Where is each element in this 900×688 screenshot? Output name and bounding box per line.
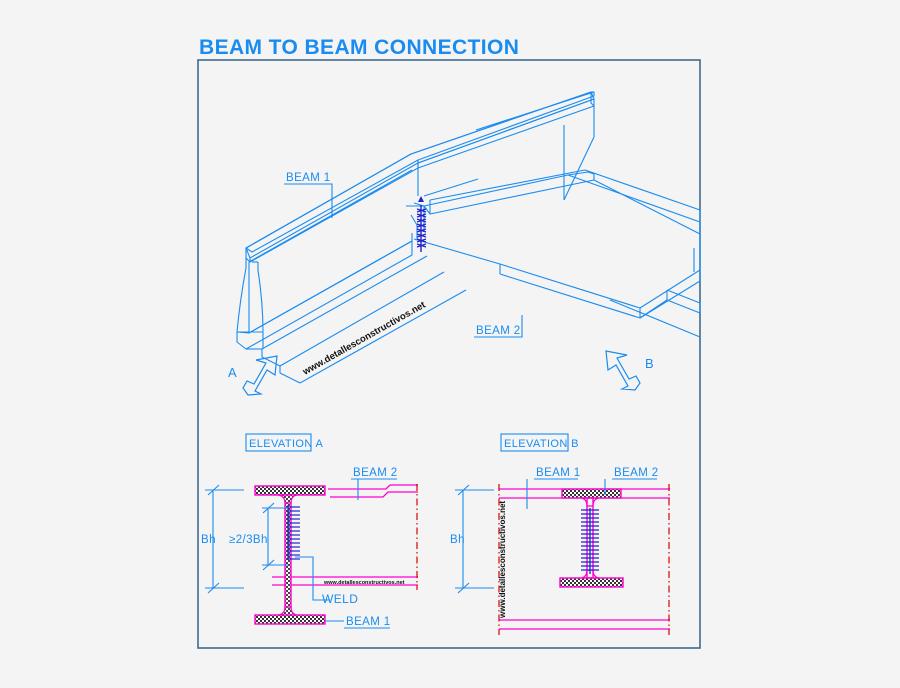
beam1-left-fillet-1: [236, 258, 247, 333]
elevation-b: ELEVATION B: [450, 433, 670, 635]
beam2-lower-3: [499, 273, 641, 319]
elevation-b-title: ELEVATION B: [504, 438, 579, 450]
marker-a-text: A: [228, 365, 237, 380]
elev-a-watermark: www.detallesconstructivos.net: [323, 580, 405, 586]
elev-a-dim-weld: [262, 502, 288, 571]
elev-a-dim-weld-text: ≥2/3Bh: [229, 534, 268, 546]
elev-b-dim-bh-text: Bh: [450, 534, 465, 546]
elev-a-weld-text: WELD: [322, 592, 358, 606]
elev-b-beam2-fillet-top: [580, 497, 600, 507]
iso-label-beam1: BEAM 1: [284, 172, 333, 218]
beam2-bot-flange-1: [666, 289, 701, 304]
beam2-flange-far-3: [593, 179, 701, 235]
elevation-b-title-box: [500, 433, 569, 452]
beam1-top-flange-inner: [417, 98, 595, 164]
beam2-flange-far-2: [584, 169, 701, 211]
beam1-bottom-outer: [299, 289, 467, 384]
section-marker-b: B: [605, 350, 654, 391]
marker-a-arrow: [242, 355, 278, 396]
beam2-bot-flange-3: [666, 299, 701, 314]
elev-a-dim-bh: [205, 484, 244, 594]
beam2-top-flange-back: [429, 169, 586, 201]
elev-a-weld-leader: [295, 556, 330, 601]
beam2-lower-6: [639, 269, 701, 309]
elev-b-beam2-top-flange: [561, 488, 622, 499]
beam1-bottom-flange-lower: [261, 271, 445, 367]
section-marker-a: A: [228, 355, 278, 396]
elev-b-label-beam1: BEAM 1: [526, 467, 581, 509]
elev-b-label-beam2: BEAM 2: [604, 467, 659, 495]
elev-b-weld-hatch: [581, 508, 599, 574]
iso-beam2-leader: [474, 315, 523, 338]
elevation-a-title-box: [245, 433, 312, 452]
beam1-bottom-flange-front: [261, 255, 428, 350]
elev-a-label-beam1: BEAM 1: [325, 616, 391, 629]
elev-b-dim-bh: [455, 484, 494, 594]
beam2-lower-4: [499, 263, 641, 309]
elevation-a: ELEVATION A: [201, 433, 418, 629]
beam1-top-flange-inner2: [417, 105, 595, 169]
beam2-bot-join: [639, 299, 668, 319]
elev-a-beam1-bottom-flange: [254, 614, 326, 625]
elev-a-beam2-outline: [272, 484, 418, 586]
beam2-lower-1: [413, 238, 501, 265]
elev-b-beam2-text: BEAM 2: [614, 467, 659, 479]
iso-beam1-text: BEAM 1: [286, 172, 331, 184]
elev-a-beam1-top-flange: [254, 485, 326, 496]
elev-a-beam2-text: BEAM 2: [353, 467, 398, 479]
drawing-frame: [197, 59, 701, 649]
isometric-weld-bead: [416, 196, 427, 252]
marker-b-arrow: [605, 350, 641, 391]
elev-b-beam2-bottom-flange: [559, 577, 624, 588]
elev-a-weld-label: WELD: [295, 556, 358, 606]
elev-a-beam1-fillet-top: [277, 494, 298, 504]
beam1-web-topline: [248, 169, 413, 263]
page-title: BEAM TO BEAM CONNECTION: [199, 36, 519, 59]
elev-a-dim-bh-text: Bh: [201, 534, 216, 546]
beam2-notch-2: [410, 214, 418, 226]
isometric-view: [236, 91, 701, 384]
elevation-a-title: ELEVATION A: [249, 438, 324, 450]
iso-beam1-leader: [284, 183, 333, 218]
elev-a-beam1-text: BEAM 1: [346, 616, 391, 628]
elev-b-watermark: www.detallesconstructivos.net: [498, 501, 507, 619]
beam1-top-flange-far-edge: [590, 92, 595, 107]
beam2-right-lower-edge: [609, 299, 701, 338]
marker-b-text: B: [645, 356, 654, 371]
iso-label-beam2: BEAM 2: [474, 315, 523, 338]
beam2-flange-far-1: [567, 174, 701, 223]
beam1-left-fillet-2: [257, 262, 264, 333]
elev-a-weld-hatch: [287, 505, 300, 560]
elev-a-label-beam2: BEAM 2: [351, 467, 398, 500]
conn-line-3: [423, 178, 479, 197]
elev-a-beam1-fillet-bot: [277, 606, 298, 616]
beam1-bottom-corner: [279, 366, 301, 384]
elev-b-break-lines: [498, 484, 670, 635]
elev-b-beam1-text: BEAM 1: [536, 467, 581, 479]
iso-beam2-text: BEAM 2: [476, 325, 521, 337]
elev-b-beam2-fillet-bot: [580, 569, 600, 579]
beam1-hidden-top: [475, 91, 595, 131]
beam1-far-diag: [563, 136, 595, 201]
